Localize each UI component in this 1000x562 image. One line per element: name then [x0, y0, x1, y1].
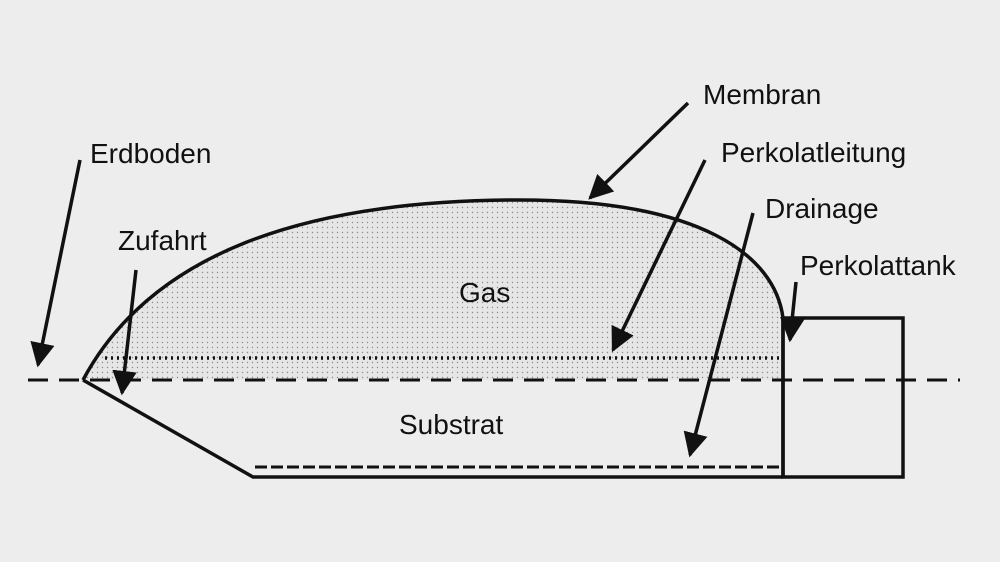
membrane-outline [81, 198, 785, 381]
label-gas: Gas [459, 277, 510, 308]
membrane-arrow [588, 101, 690, 200]
label-drainage: Drainage [765, 193, 879, 224]
percolate-tank-arrow [780, 281, 805, 343]
gas-region [83, 200, 783, 380]
label-access: Zufahrt [118, 225, 207, 256]
label-membrane: Membran [703, 79, 821, 110]
label-soil: Erdboden [90, 138, 211, 169]
soil-arrow [30, 159, 82, 368]
percolate-tank [781, 316, 905, 479]
drainage-arrow [683, 212, 755, 458]
access-arrow [112, 269, 138, 396]
percolate-pipe-arrow [611, 159, 707, 353]
access-ramp-and-floor [82, 378, 783, 479]
label-percolate-pipe: Perkolatleitung [721, 137, 906, 168]
label-substrate: Substrat [399, 409, 503, 440]
label-percolate-tank: Perkolattank [800, 250, 957, 281]
